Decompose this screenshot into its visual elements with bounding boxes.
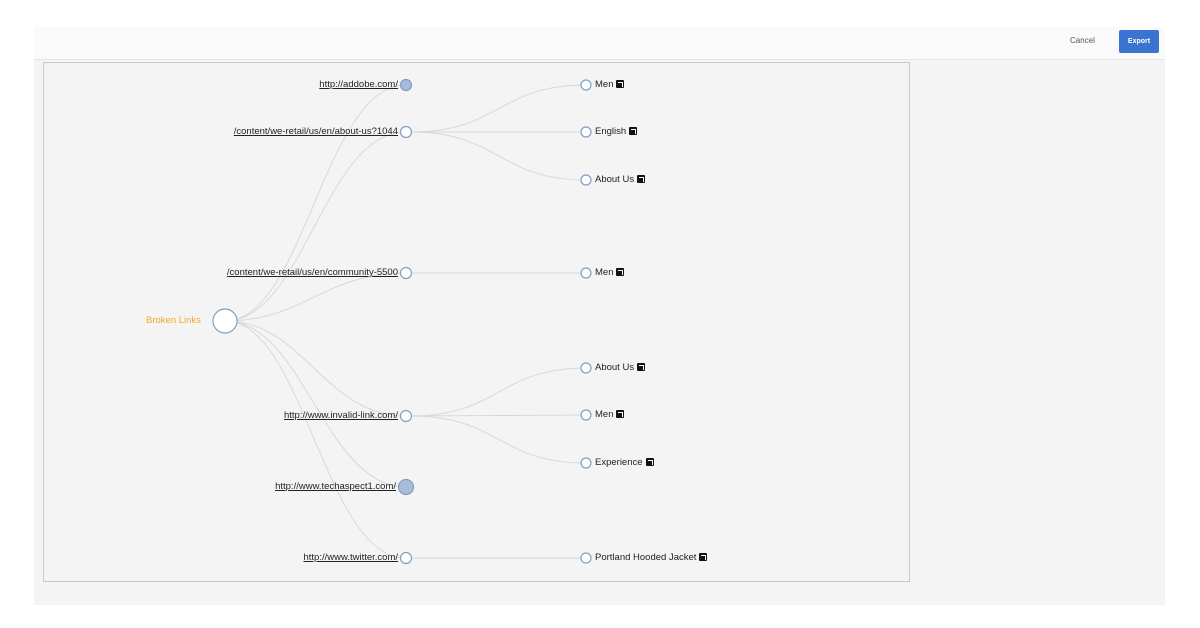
external-link-icon[interactable] — [699, 553, 708, 561]
page-node-6[interactable] — [580, 409, 592, 421]
link-node-6[interactable] — [399, 551, 413, 565]
link-label-2[interactable]: /content/we-retail/us/en/about-us?1044 — [233, 126, 398, 137]
page-label-6[interactable]: Men — [595, 409, 625, 421]
link-node-2[interactable] — [399, 125, 413, 139]
external-link-icon[interactable] — [637, 175, 646, 183]
page-label-text: Men — [595, 79, 614, 90]
edge-root-link-3 — [224, 272, 407, 322]
page-node-1[interactable] — [580, 79, 592, 91]
link-node-5[interactable] — [397, 478, 415, 496]
edge-link-4-page-7 — [410, 415, 587, 464]
page-label-text: About Us — [595, 174, 635, 185]
page-label-2[interactable]: English — [595, 126, 638, 138]
page-node-5[interactable] — [580, 362, 592, 374]
edge-root-link-1 — [224, 84, 407, 322]
toolbar: Cancel Export — [34, 27, 1165, 60]
page-label-1[interactable]: Men — [595, 79, 625, 91]
page-label-text: Men — [595, 409, 614, 420]
page-node-7[interactable] — [580, 457, 592, 469]
external-link-icon[interactable] — [616, 410, 625, 418]
edge-root-link-2 — [224, 131, 407, 322]
page-label-7[interactable]: Experience — [595, 457, 654, 469]
page-node-2[interactable] — [580, 126, 592, 138]
page-label-text: Experience — [595, 457, 643, 468]
edge-root-link-6 — [224, 320, 407, 559]
page-label-5[interactable]: About Us — [595, 362, 646, 374]
link-node-4[interactable] — [399, 409, 413, 423]
external-link-icon[interactable] — [616, 268, 625, 276]
link-tree-edges — [212, 78, 592, 565]
page-label-text: English — [595, 126, 627, 137]
link-node-3[interactable] — [399, 266, 413, 280]
edge-link-2-page-1 — [410, 84, 587, 133]
link-label-3[interactable]: /content/we-retail/us/en/community-5500 — [226, 267, 398, 278]
page-node-4[interactable] — [580, 267, 592, 279]
edge-root-link-4 — [224, 320, 407, 417]
page-label-3[interactable]: About Us — [595, 174, 646, 186]
link-map-window: Cancel Export — [34, 27, 1165, 605]
page-node-3[interactable] — [580, 174, 592, 186]
page-label-text: About Us — [595, 362, 635, 373]
link-label-1[interactable]: http://addobe.com/ — [319, 79, 398, 90]
link-label-5[interactable]: http://www.techaspect1.com/ — [275, 481, 396, 492]
root-node[interactable] — [212, 308, 238, 334]
link-node-1[interactable] — [399, 78, 413, 92]
link-label-4[interactable]: http://www.invalid-link.com/ — [283, 410, 398, 421]
link-label-6[interactable]: http://www.twitter.com/ — [303, 552, 399, 563]
page-label-4[interactable]: Men — [595, 267, 625, 279]
edge-link-4-page-5 — [410, 367, 587, 417]
external-link-icon[interactable] — [629, 127, 638, 135]
external-link-icon[interactable] — [645, 458, 654, 466]
page-label-8[interactable]: Portland Hooded Jacket — [595, 552, 708, 564]
root-label: Broken Links — [146, 315, 201, 326]
edge-link-4-page-6 — [410, 414, 587, 417]
cancel-button[interactable]: Cancel — [1070, 36, 1095, 45]
page-label-text: Portland Hooded Jacket — [595, 552, 697, 563]
external-link-icon[interactable] — [616, 80, 625, 88]
page-label-text: Men — [595, 267, 614, 278]
page-node-8[interactable] — [580, 552, 592, 564]
export-button[interactable]: Export — [1119, 30, 1159, 53]
edge-root-link-5 — [224, 320, 407, 488]
edge-link-2-page-3 — [410, 131, 587, 181]
external-link-icon[interactable] — [637, 363, 646, 371]
link-tree-canvas: Broken Links http://addobe.com/ /content… — [43, 62, 910, 582]
